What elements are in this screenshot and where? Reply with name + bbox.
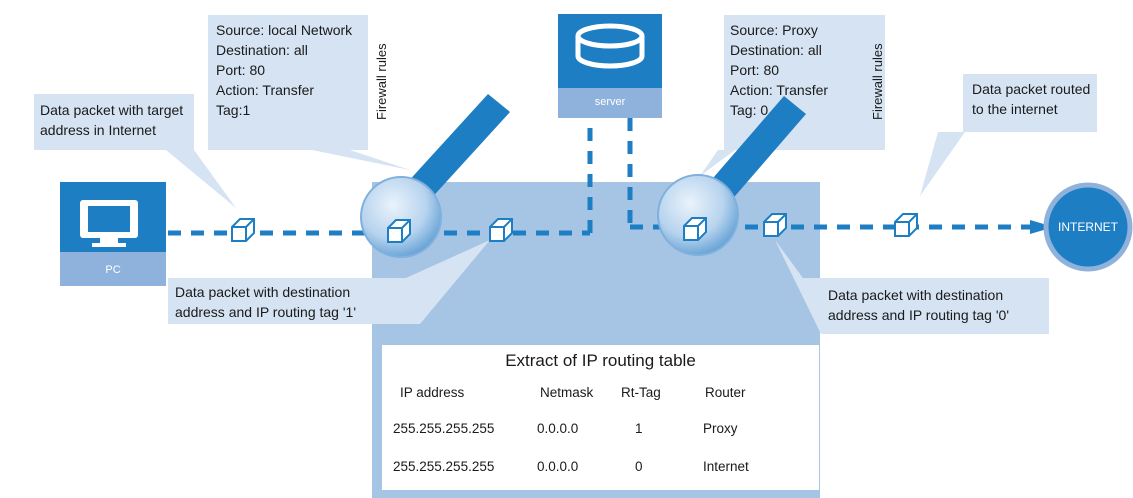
callout-shapes: [34, 15, 1097, 334]
header-netmask: Netmask: [540, 385, 594, 400]
row1-netmask: 0.0.0.0: [537, 421, 579, 436]
routing-table: Extract of IP routing table IP address N…: [382, 345, 819, 490]
firewall-rule-left: Source: local Network Destination: all P…: [216, 20, 352, 120]
firewall-rule-right: Source: Proxy Destination: all Port: 80 …: [730, 20, 828, 120]
server-device: [558, 14, 662, 118]
rule-port: Port: 80: [216, 62, 266, 78]
row2-ip: 255.255.255.255: [393, 459, 495, 474]
packet-cube-icon: [387, 219, 411, 243]
pc-device: [60, 182, 166, 286]
packet-cube-icon: [763, 213, 787, 237]
rule-port: Port: 80: [730, 62, 780, 78]
callout-line: to the internet: [972, 101, 1058, 117]
packet-cube-icon: [894, 213, 918, 237]
firewall-lens-icon: [657, 174, 739, 256]
server-label: server: [594, 96, 626, 108]
rule-action: Action: Transfer: [730, 82, 829, 98]
callout-line: Data packet routed: [972, 81, 1091, 97]
packet-cube-icon: [489, 218, 513, 242]
callout-line: address and IP routing tag '0': [828, 307, 1009, 323]
globe-icon: [1043, 182, 1133, 272]
firewall-label-left: Firewall rules: [374, 43, 389, 120]
pc-label: PC: [105, 264, 121, 276]
rule-source: Source: Proxy: [730, 22, 818, 38]
callout-packet-source: Data packet with target address in Inter…: [40, 100, 183, 140]
rule-tag: Tag:1: [216, 102, 251, 118]
rule-destination: Destination: all: [216, 42, 308, 58]
rule-destination: Destination: all: [730, 42, 822, 58]
packet-cube-icon: [231, 218, 255, 242]
packet-cube-icon: [683, 217, 707, 241]
row1-router: Proxy: [703, 421, 738, 436]
row1-rt-tag: 1: [635, 421, 643, 436]
callout-packet-tag1: Data packet with destination address and…: [175, 282, 356, 322]
callout-line: address and IP routing tag '1': [175, 304, 356, 320]
header-router: Router: [705, 385, 746, 400]
monitor-icon: [80, 200, 138, 247]
database-icon: [575, 23, 645, 69]
routing-table-title: Extract of IP routing table: [505, 351, 696, 370]
callout-line: Data packet with destination: [828, 287, 1004, 303]
firewall-label-right: Firewall rules: [870, 43, 885, 120]
callout-packet-routed: Data packet routed to the internet: [972, 79, 1090, 119]
callout-packet-tag0: Data packet with destination address and…: [828, 285, 1009, 325]
row1-ip: 255.255.255.255: [393, 421, 495, 436]
row2-netmask: 0.0.0.0: [537, 459, 579, 474]
header-ip-address: IP address: [400, 385, 465, 400]
callout-line: Data packet with destination: [175, 284, 351, 300]
header-rt-tag: Rt-Tag: [621, 385, 661, 400]
callout-line: address in Internet: [40, 122, 156, 138]
firewall-lens-icon: [360, 176, 442, 258]
rule-action: Action: Transfer: [216, 82, 315, 98]
row2-rt-tag: 0: [635, 459, 643, 474]
rule-source: Source: local Network: [216, 22, 353, 38]
callout-line: Data packet with target: [40, 102, 184, 118]
row2-router: Internet: [703, 459, 749, 474]
arrow-head-icon: [1030, 220, 1054, 234]
internet-label: INTERNET: [1058, 220, 1118, 234]
rule-tag: Tag: 0: [730, 102, 769, 118]
